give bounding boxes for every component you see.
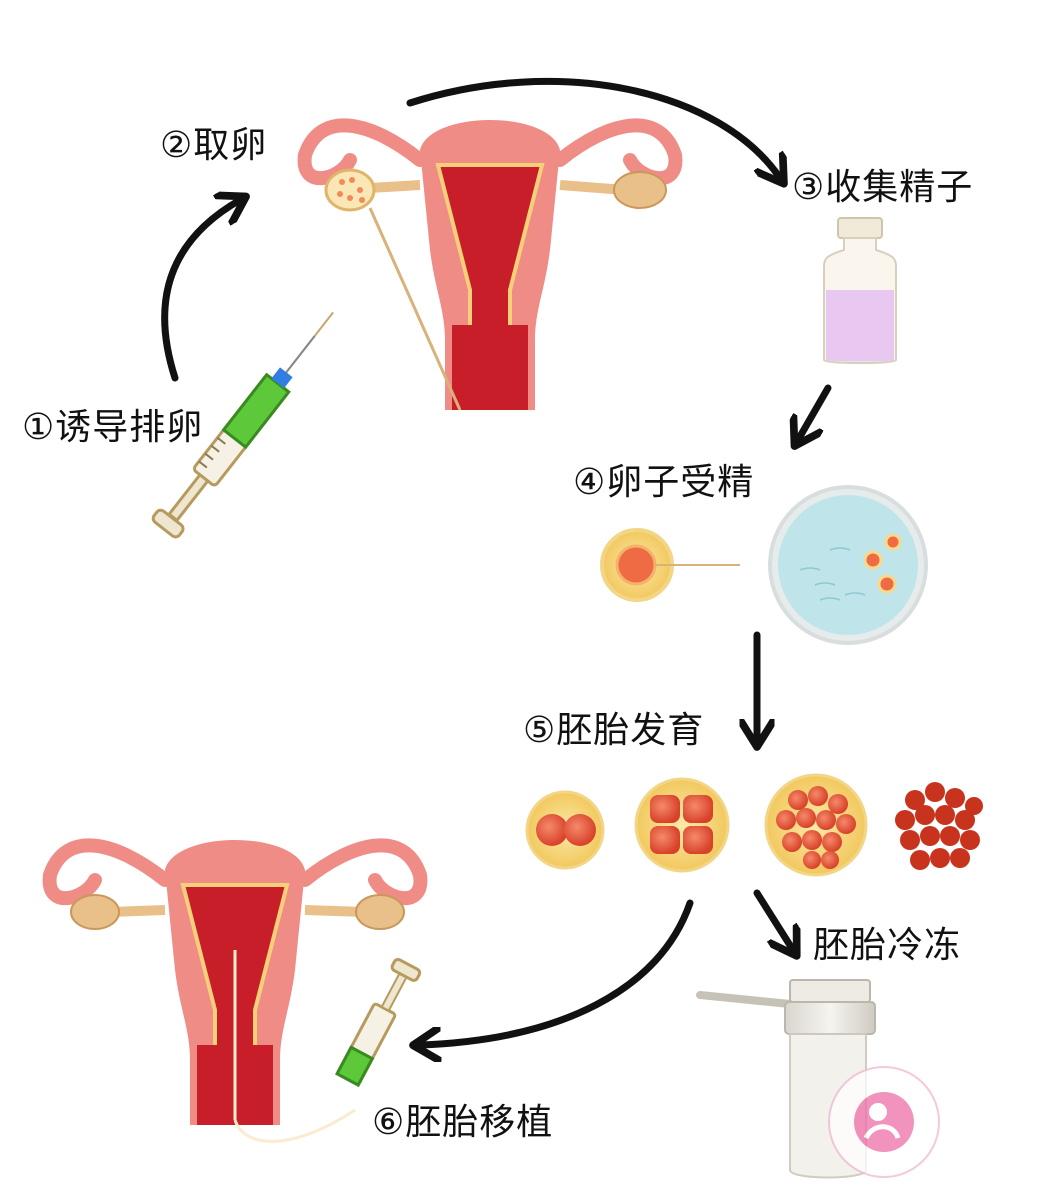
egg-cell-icon xyxy=(600,528,740,602)
arrow-5-to-freeze xyxy=(753,889,793,950)
arrow-1-to-2 xyxy=(161,200,240,382)
petri-dish-icon xyxy=(768,485,928,645)
uterus-icon xyxy=(297,118,683,411)
step-5-label: ⑤胚胎发育 xyxy=(523,710,705,751)
arrow-5-to-6 xyxy=(420,899,694,1045)
uterus-icon-transfer xyxy=(42,838,428,1143)
arrow-2-to-3 xyxy=(406,77,780,178)
logo-watermark xyxy=(828,1066,940,1178)
step-3-label: ③收集精子 xyxy=(792,167,974,208)
syringe-icon xyxy=(151,311,334,539)
flow-arrows xyxy=(161,77,832,1045)
vial-icon xyxy=(823,217,897,364)
syringe-icon-transfer xyxy=(335,957,422,1088)
step-4-label: ④卵子受精 xyxy=(573,462,755,503)
arrow-3-to-4 xyxy=(798,384,832,440)
embryo-icon xyxy=(525,773,983,877)
freeze-label: 胚胎冷冻 xyxy=(813,925,962,966)
step-1-label: ①诱导排卵 xyxy=(22,407,204,448)
step-2-label: ②取卵 xyxy=(160,125,268,166)
step-6-label: ⑥胚胎移植 xyxy=(372,1102,554,1143)
